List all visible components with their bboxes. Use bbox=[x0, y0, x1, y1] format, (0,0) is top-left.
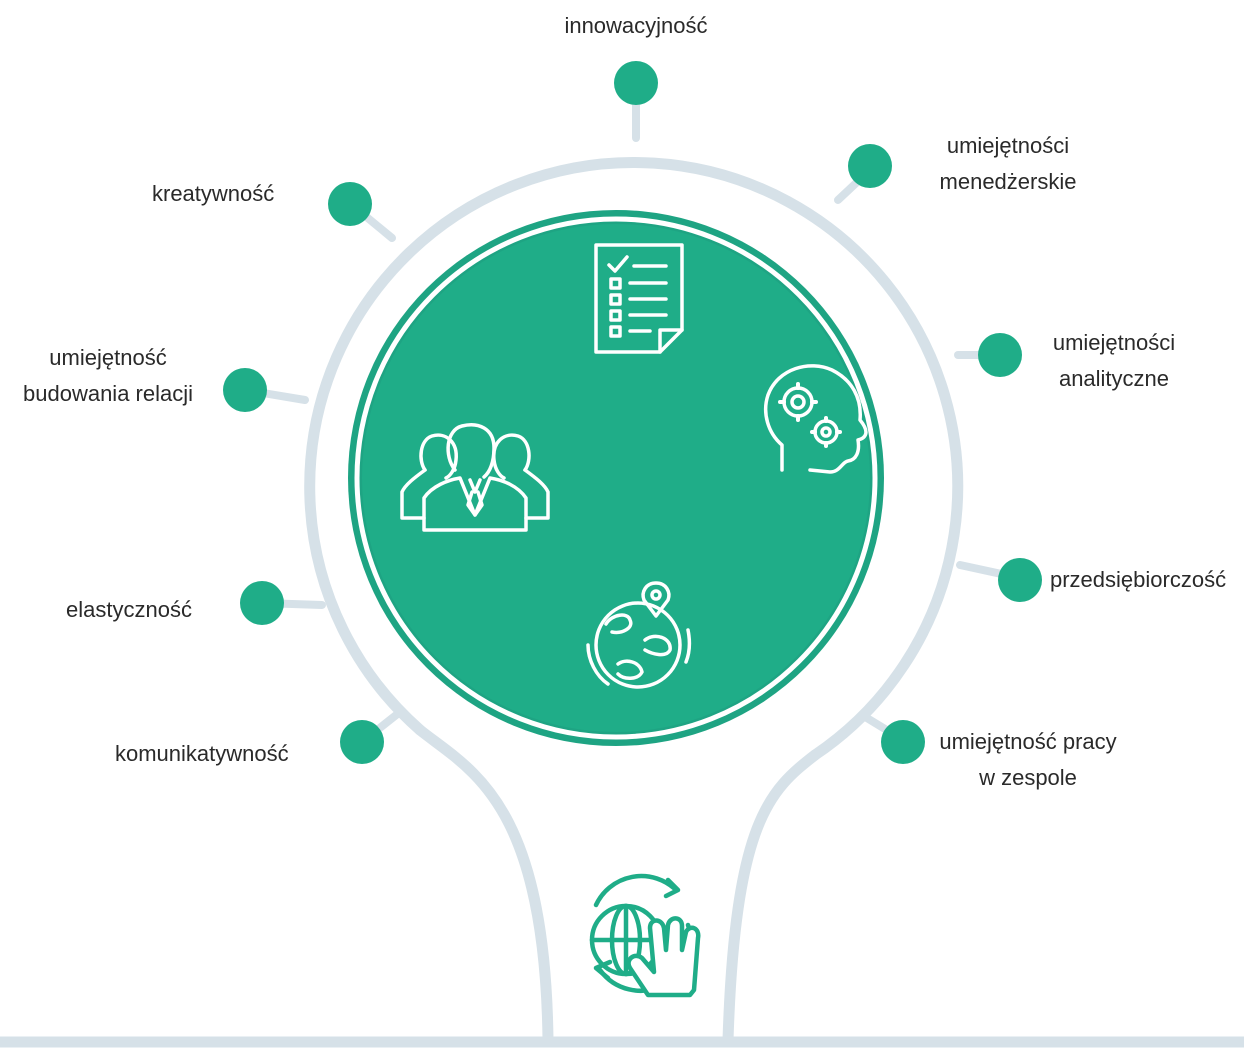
business-team-icon bbox=[400, 423, 550, 532]
globe-location-icon bbox=[586, 581, 692, 689]
outline-path bbox=[0, 157, 1244, 1048]
label-umiejetnosc-pracy-w-zespole: umiejętność pracy w zespole bbox=[939, 729, 1117, 790]
node-kreatywnosc bbox=[328, 182, 372, 226]
node-innowacyjnosc bbox=[614, 61, 658, 105]
label-przedsiebiorczosc: przedsiębiorczość bbox=[1050, 567, 1227, 592]
node-menedzerskie bbox=[848, 144, 892, 188]
node-praca-w-zespole bbox=[881, 720, 925, 764]
label-komunikatywnosc: komunikatywność bbox=[115, 741, 289, 766]
label-kreatywnosc: kreatywność bbox=[152, 181, 275, 206]
node-relacje bbox=[223, 368, 267, 412]
node-analityczne bbox=[978, 333, 1022, 377]
node-przedsiebiorczosc bbox=[998, 558, 1042, 602]
checklist-document-icon bbox=[594, 243, 684, 354]
label-umiejetnosci-menedzerskie: umiejętności menedżerskie bbox=[939, 133, 1077, 194]
label-umiejetnosc-budowania-relacji: umiejętność budowania relacji bbox=[23, 345, 193, 406]
label-innowacyjnosc: innowacyjność bbox=[564, 13, 708, 38]
head-gears-icon bbox=[763, 364, 868, 474]
node-komunikatywnosc bbox=[340, 720, 384, 764]
label-umiejetnosci-analityczne: umiejętności analityczne bbox=[1052, 330, 1176, 391]
label-elastycznosc: elastyczność bbox=[66, 597, 192, 622]
globe-hand-icon bbox=[589, 873, 701, 998]
node-dots bbox=[223, 61, 1042, 764]
node-elastycznosc bbox=[240, 581, 284, 625]
